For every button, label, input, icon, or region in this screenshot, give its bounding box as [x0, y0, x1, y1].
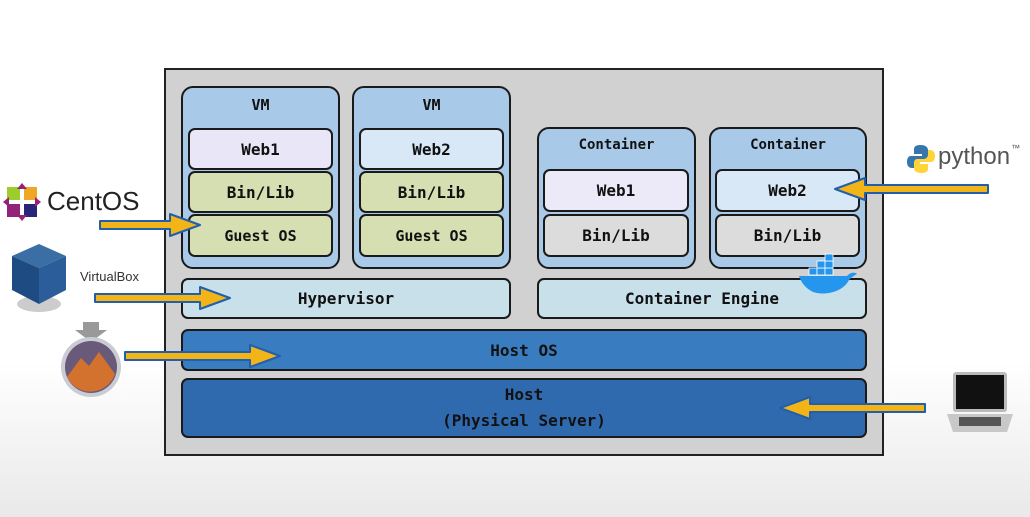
- host-sublabel: (Physical Server): [442, 411, 606, 430]
- python-trademark: ™: [1011, 143, 1021, 153]
- host-os-layer: Host OS: [181, 329, 867, 371]
- container-engine-layer: Container Engine: [537, 278, 867, 319]
- virtualbox-logo-text: VirtualBox: [80, 269, 140, 284]
- virtualbox-logo-icon: [12, 244, 66, 312]
- container-1-web1: Web1: [543, 169, 689, 212]
- vm-2-web2: Web2: [359, 128, 504, 170]
- container-2-web2: Web2: [715, 169, 860, 212]
- macos-to-host-os-arrow: [124, 344, 281, 368]
- docker-whale-icon: [799, 253, 857, 294]
- vm-1-web1: Web1: [188, 128, 333, 170]
- python-to-web2-arrow: [834, 177, 989, 201]
- virtualbox-to-hypervisor-arrow: [94, 286, 231, 310]
- vm-2-guest-os: Guest OS: [359, 214, 504, 257]
- centos-logo-icon: [3, 183, 41, 221]
- vm-2-binlib: Bin/Lib: [359, 171, 504, 213]
- laptop-icon: [947, 372, 1013, 432]
- python-logo-icon: [907, 145, 935, 173]
- container-1-binlib: Bin/Lib: [543, 214, 689, 257]
- centos-to-guest-os-arrow: [99, 213, 201, 237]
- centos-logo-text: CentOS: [47, 186, 140, 216]
- container-2-title: Container: [750, 137, 826, 153]
- vm-1-binlib: Bin/Lib: [188, 171, 333, 213]
- host-layer: Host (Physical Server): [181, 378, 867, 438]
- python-logo-text: python: [938, 143, 1011, 170]
- macos-installer-icon: [61, 322, 121, 397]
- vm-2-title: VM: [422, 96, 441, 114]
- vm-1-guest-os: Guest OS: [188, 214, 333, 257]
- container-2-binlib: Bin/Lib: [715, 214, 860, 257]
- laptop-to-host-arrow: [779, 396, 926, 420]
- container-1-title: Container: [578, 137, 655, 153]
- vm-1-title: VM: [251, 96, 270, 114]
- hypervisor-layer: Hypervisor: [181, 278, 511, 319]
- python-logo-label: python ™: [938, 143, 1020, 171]
- host-label: Host: [504, 385, 544, 404]
